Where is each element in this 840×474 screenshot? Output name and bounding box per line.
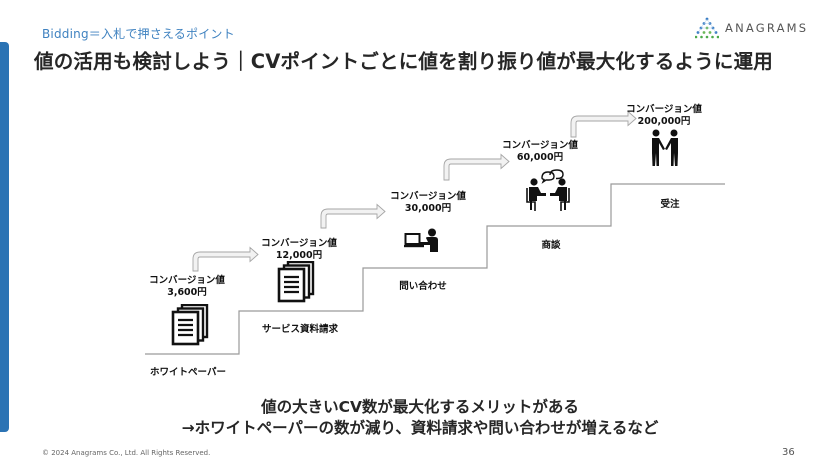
cv-value-whitepaper: コンバージョン値 3,600円 bbox=[149, 275, 225, 299]
step-label-inquiry: 問い合わせ bbox=[399, 281, 447, 292]
person-at-computer-icon bbox=[404, 228, 440, 256]
staircase-line bbox=[145, 183, 725, 355]
arrow-4 bbox=[570, 110, 637, 138]
progress-arrows bbox=[192, 110, 637, 272]
step-label-negotiation: 商談 bbox=[541, 240, 561, 251]
cv-value-negotiation: コンバージョン値 60,000円 bbox=[502, 140, 578, 164]
cv-value-order: コンバージョン値 200,000円 bbox=[626, 104, 702, 128]
page-title: 値の活用も検討しよう｜CVポイントごとに値を割り振り値が最大化するように運用 bbox=[34, 50, 774, 73]
documents-icon bbox=[171, 303, 209, 350]
cv-value-service-doc-request: コンバージョン値 12,000円 bbox=[261, 238, 337, 262]
meeting-icon bbox=[526, 168, 570, 216]
conclusion-line-2: →ホワイトペーパーの数が減り、資料請求や問い合わせが増えるなど bbox=[181, 419, 659, 437]
arrow-2 bbox=[320, 203, 386, 229]
cv-label-text: コンバージョン値 bbox=[626, 104, 702, 115]
page-number: 36 bbox=[782, 447, 795, 458]
documents-icon bbox=[277, 260, 315, 307]
logo-text: ANAGRAMS bbox=[725, 21, 809, 35]
cv-label-text: コンバージョン値 bbox=[390, 191, 466, 202]
arrow-1 bbox=[192, 246, 259, 272]
cv-amount: 3,600円 bbox=[167, 287, 207, 298]
cv-label-text: コンバージョン値 bbox=[149, 275, 225, 286]
cv-amount: 60,000円 bbox=[516, 152, 564, 163]
section-subtitle: Bidding＝入札で押さえるポイント bbox=[42, 27, 235, 41]
arrow-3 bbox=[443, 153, 510, 181]
step-label-service-doc-request: サービス資料請求 bbox=[261, 324, 339, 335]
side-accent-bar bbox=[0, 42, 9, 432]
step-label-whitepaper: ホワイトペーパー bbox=[150, 367, 226, 378]
step-label-order: 受注 bbox=[660, 199, 680, 210]
company-logo: ANAGRAMS bbox=[695, 17, 808, 39]
copyright-text: © 2024 Anagrams Co., Ltd. All Rights Res… bbox=[42, 449, 211, 457]
cv-amount: 30,000円 bbox=[404, 203, 452, 214]
cv-amount: 200,000円 bbox=[637, 116, 691, 127]
handshake-icon bbox=[650, 129, 680, 171]
cv-label-text: コンバージョン値 bbox=[502, 140, 578, 151]
anagrams-logo-icon bbox=[695, 17, 719, 39]
cv-amount: 12,000円 bbox=[275, 250, 323, 261]
cv-value-inquiry: コンバージョン値 30,000円 bbox=[390, 191, 466, 215]
conclusion-line-1: 値の大きいCV数が最大化するメリットがある bbox=[261, 398, 579, 416]
cv-label-text: コンバージョン値 bbox=[261, 238, 337, 249]
